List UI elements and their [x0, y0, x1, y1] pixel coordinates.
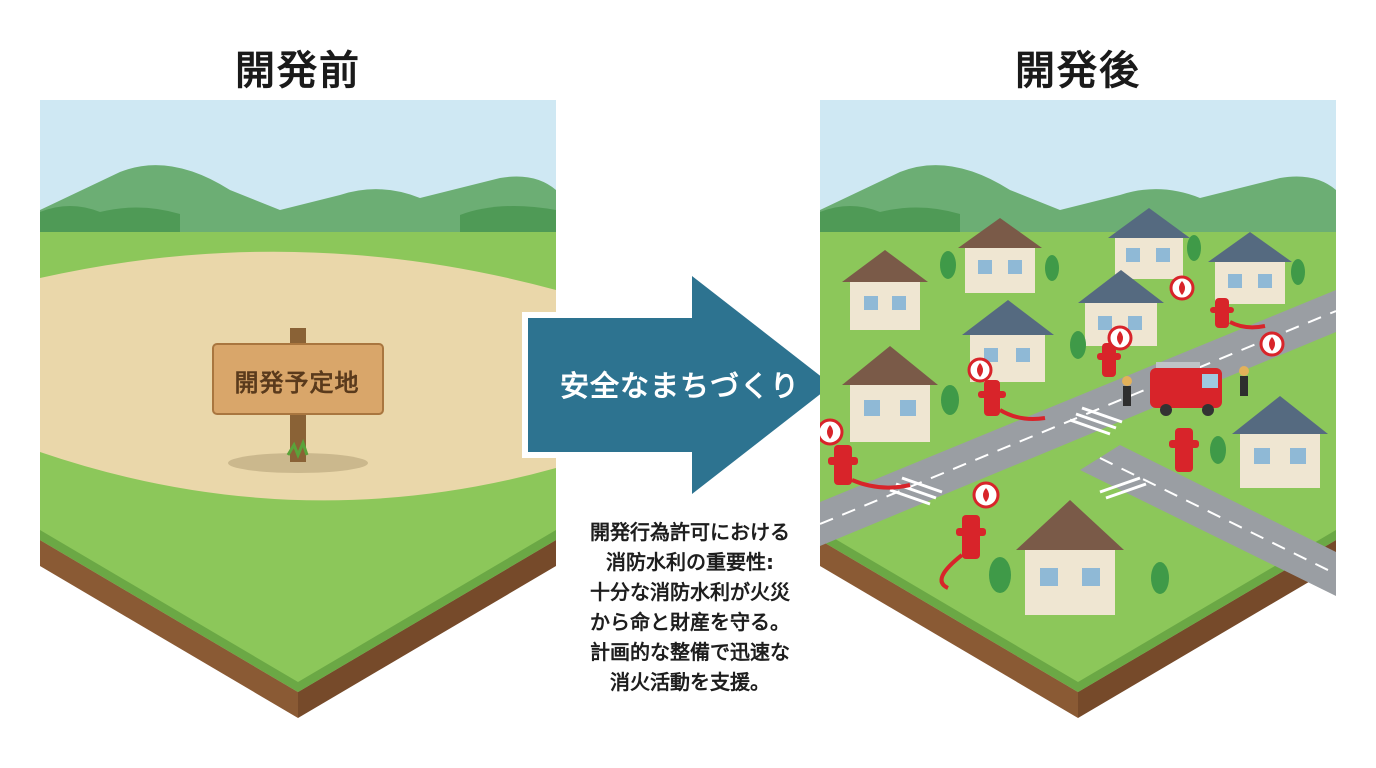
- arrow-label: 安全なまちづくり: [559, 369, 800, 403]
- fire-marker-icon: [967, 357, 993, 383]
- fire-truck-icon: [1150, 362, 1222, 416]
- note-line: 計画的な整備で迅速な: [590, 640, 790, 664]
- before-scene: [40, 100, 556, 718]
- note-line: 十分な消防水利が火災: [590, 580, 790, 604]
- house-icon: [842, 250, 928, 330]
- roads: [820, 290, 1336, 596]
- fire-hydrant-icon: [978, 380, 1006, 416]
- note-line: 消防水利の重要性:: [606, 550, 774, 574]
- note-line: から命と財産を守る。: [590, 610, 790, 634]
- house-icon: [1232, 396, 1328, 488]
- house-icon: [1108, 208, 1190, 279]
- house-icon: [1016, 500, 1124, 615]
- fire-marker-icon: [1107, 325, 1133, 351]
- fire-hydrant-icon: [1169, 428, 1199, 472]
- note-text: 開発行為許可における 消防水利の重要性: 十分な消防水利が火災 から命と財産を守…: [560, 517, 820, 697]
- house-icon: [1208, 232, 1292, 304]
- firefighter-icon: [1122, 376, 1132, 406]
- note-line: 開発行為許可における: [590, 520, 790, 544]
- trees: [940, 235, 1305, 594]
- fire-hydrant-icon: [1097, 343, 1121, 377]
- soil-left: [820, 540, 1078, 718]
- sign-label: 開発予定地: [234, 369, 360, 397]
- signpost-icon: [212, 328, 384, 473]
- fire-hydrant-icon: [1210, 298, 1234, 328]
- transition-arrow: [522, 266, 844, 504]
- fire-hydrant-icon: [956, 515, 986, 559]
- firefighter-icon: [1239, 366, 1249, 396]
- note-line: 消火活動を支援。: [610, 670, 770, 694]
- fire-marker-icon: [972, 481, 1000, 509]
- house-icon: [842, 346, 938, 442]
- fire-marker-icon: [1259, 331, 1285, 357]
- after-scene: [820, 100, 1336, 718]
- fire-marker-icon: [1169, 275, 1195, 301]
- house-icon: [958, 218, 1042, 293]
- soil-right: [1078, 540, 1336, 718]
- fire-hydrant-icon: [828, 445, 858, 485]
- fire-marker-icon: [820, 418, 844, 446]
- before-title: 開発前: [235, 48, 361, 94]
- hoses: [851, 320, 1266, 590]
- soil-left: [40, 540, 298, 718]
- after-title: 開発後: [1015, 48, 1141, 94]
- soil-right: [298, 540, 556, 718]
